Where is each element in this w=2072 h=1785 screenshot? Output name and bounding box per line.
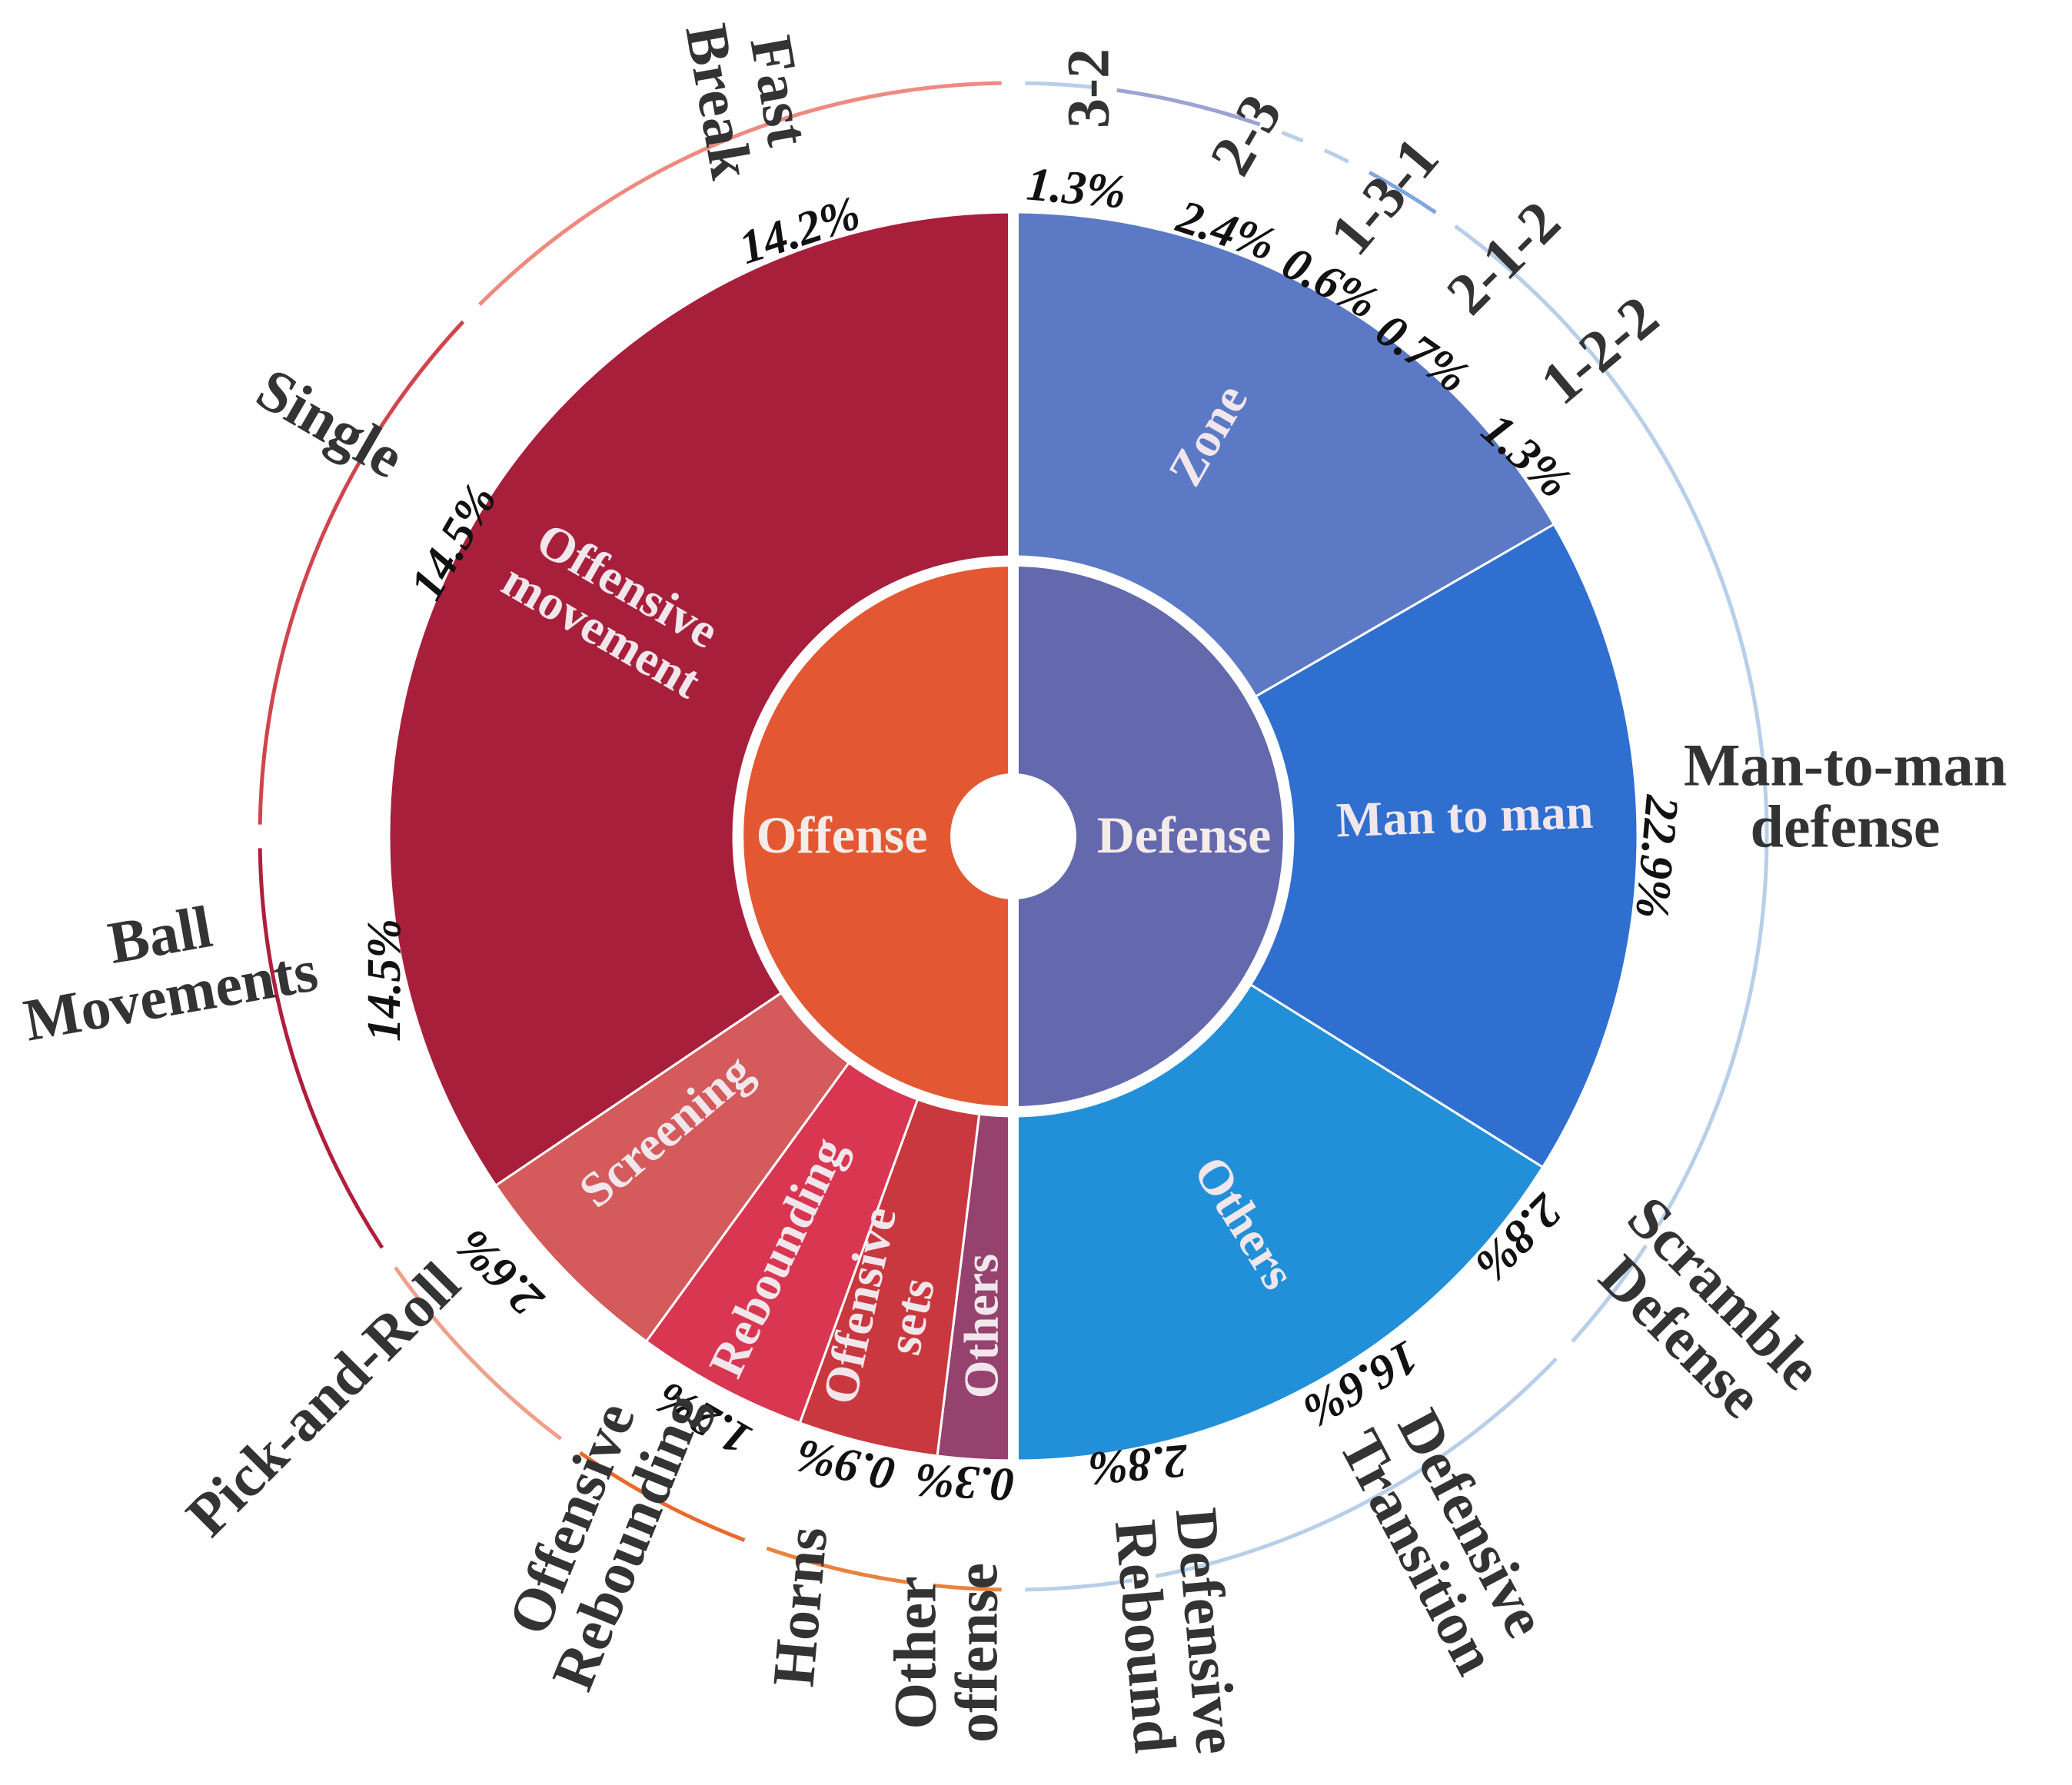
outer-arc-defensive-rebound <box>1025 1578 1133 1592</box>
outer-label-fast-break: FastBreak <box>673 8 826 184</box>
outer-arc-scramble-defense <box>1571 1244 1648 1343</box>
inner-ring-border <box>733 557 1293 1116</box>
outer-label-1-3-1: 1-3-1 <box>1316 125 1451 267</box>
outer-arc-ball-movements <box>258 848 384 1249</box>
outer-label-defensive-rebound: DefensiveRebound <box>1102 1505 1251 1762</box>
outer-label-2-1-2: 2-1-2 <box>1433 188 1572 327</box>
inner-label-offense: Offense <box>757 806 928 864</box>
outer-label-offensive-rebounding: OffensiveRebounding <box>481 1361 718 1699</box>
outer-label-scramble-defense: ScrambleDefense <box>1571 1183 1834 1446</box>
outer-arc-2-1-2 <box>1323 148 1349 164</box>
outer-label-single: Single <box>246 354 415 490</box>
outer-arc-horns <box>766 1546 910 1585</box>
inner-label-defense: Defense <box>1097 806 1272 864</box>
outer-label-3-2: 3-2 <box>1054 48 1121 128</box>
middle-label-defense-man-to-man: Man to man <box>1335 784 1594 848</box>
pct-label-3-2: 1.3% <box>1025 158 1129 219</box>
outer-label-ball-movements: BallMovements <box>8 876 323 1053</box>
pct-label-ball-movements: 14.5% <box>358 919 411 1042</box>
pct-label-other-offense: 0.3% <box>914 1454 1016 1511</box>
outer-arc-1-3-1 <box>1281 131 1304 143</box>
outer-arc-offensive-rebounding <box>579 1451 746 1542</box>
outer-label-defensive-transition: DefensiveTransition <box>1326 1390 1565 1684</box>
outer-arc-3-2 <box>1025 81 1094 90</box>
outer-label-other-offense: Otheroffense <box>881 1563 1009 1743</box>
outer-arc-man-to-man-defense <box>1454 224 1769 1227</box>
outer-arc-single <box>258 320 465 825</box>
pct-label-man-to-man-defense: 22.9% <box>1625 793 1688 920</box>
center-hole <box>956 779 1071 894</box>
outer-arc-pick-and-roll <box>394 1266 563 1441</box>
pct-label-defensive-rebound: 2.8% <box>1086 1434 1191 1494</box>
outer-arc-fast-break <box>478 81 1002 307</box>
outer-arc-defensive-transition <box>1155 1357 1558 1578</box>
outer-arc-2-3 <box>1116 88 1261 127</box>
outer-arc-other-offense <box>933 1583 1002 1592</box>
outer-label-1-2-2: 1-2-2 <box>1528 282 1670 417</box>
outer-label-pick-and-roll: Pick-and-Roll <box>173 1249 472 1548</box>
outer-label-2-3: 2-3 <box>1196 83 1294 186</box>
middle-label-offense-others: Others <box>953 1254 1008 1398</box>
outer-label-horns: Horns <box>760 1524 840 1690</box>
outer-arc-1-2-2 <box>1368 171 1437 214</box>
